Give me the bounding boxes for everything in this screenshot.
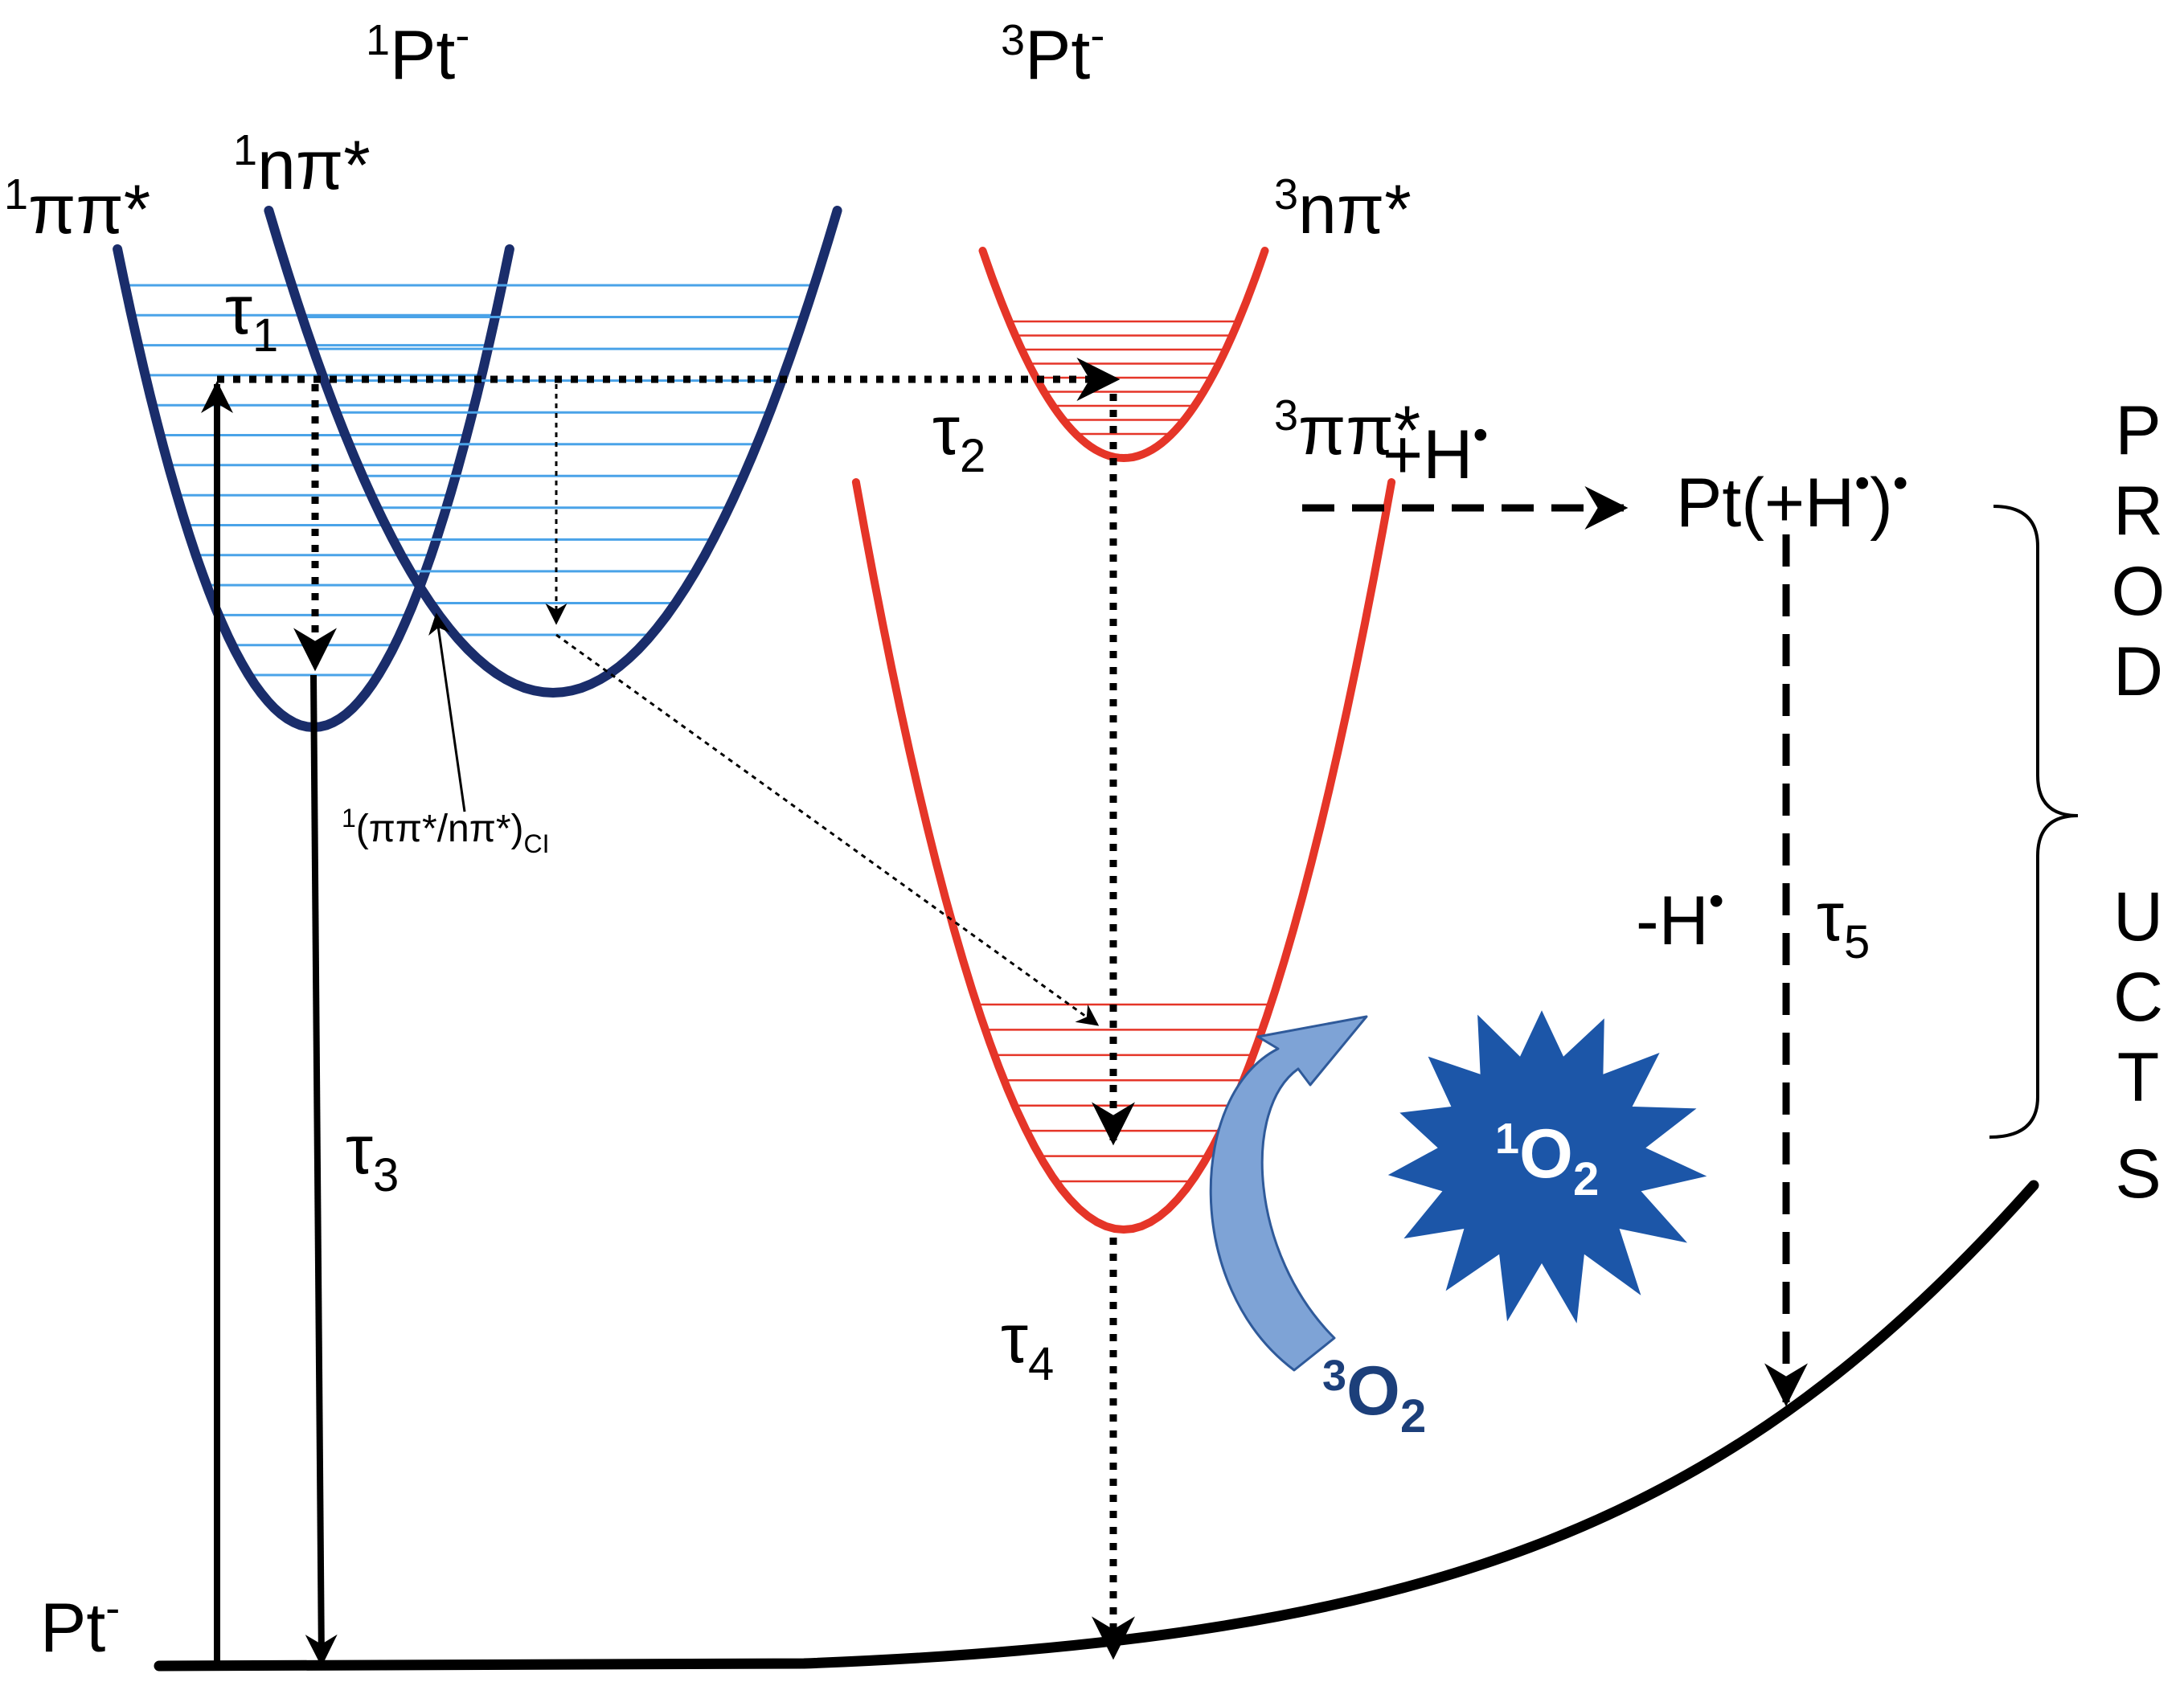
h-removal-label: -H• bbox=[1636, 877, 1724, 960]
triplet-npi-label: 3nπ* bbox=[1274, 170, 1412, 248]
products-letter: R bbox=[2113, 473, 2163, 550]
singlet-npi-label: 1nπ* bbox=[233, 126, 371, 204]
energy-transfer-curved-arrow-icon bbox=[1209, 1015, 1368, 1372]
ground-state-curve bbox=[154, 1180, 2039, 1672]
products-letter: U bbox=[2113, 878, 2163, 956]
triplet-npi-well bbox=[978, 247, 1269, 463]
products-letter: S bbox=[2115, 1136, 2161, 1213]
products-letter: T bbox=[2117, 1039, 2160, 1116]
tau2-label: τ2 bbox=[932, 392, 985, 482]
singlet-state-label: 1Pt- bbox=[366, 11, 469, 94]
tau5-label: τ5 bbox=[1817, 878, 1870, 968]
triplet-pipi-label: 3ππ* bbox=[1274, 391, 1420, 469]
tau4-label: τ4 bbox=[1001, 1300, 1054, 1390]
singlet-pipi-curve bbox=[113, 244, 514, 733]
singlet-pipi-label: 1ππ* bbox=[4, 170, 150, 248]
products-letter: C bbox=[2113, 959, 2163, 1036]
tau1-label: τ1 bbox=[225, 272, 278, 362]
singlet-oxygen-label: 1O2 bbox=[1495, 1115, 1599, 1205]
triplet-npi-curve bbox=[978, 247, 1269, 463]
singlet-npi-curve bbox=[264, 206, 842, 698]
singlet-npi-well bbox=[264, 206, 842, 698]
products-letter: D bbox=[2113, 633, 2163, 710]
fluorescence-arrow bbox=[305, 674, 338, 1667]
h-addition-label: +H• bbox=[1383, 411, 1488, 493]
singlet-npi-vibrational-levels bbox=[292, 284, 814, 636]
singlet-pipi-well bbox=[113, 244, 514, 733]
ground-state-label: Pt- bbox=[40, 1584, 120, 1667]
singlet-oxygen-star-icon bbox=[1387, 1010, 1707, 1324]
products-letter: P bbox=[2115, 392, 2161, 469]
products-label: P R O D U C T S bbox=[2112, 392, 2166, 1213]
triplet-oxygen-label: 3O2 bbox=[1322, 1352, 1426, 1443]
products-letter: O bbox=[2112, 553, 2166, 630]
products-bracket bbox=[1989, 505, 2079, 1139]
radical-product-label: Pt(+H•)• bbox=[1676, 459, 1908, 542]
triplet-npi-vibrational-levels bbox=[1009, 320, 1239, 436]
conical-intersection-label: 1(ππ*/nπ*)CI bbox=[342, 804, 550, 858]
triplet-state-label: 3Pt- bbox=[1001, 11, 1104, 94]
ci-pointer-arrow bbox=[428, 612, 466, 812]
triplet-pipi-well bbox=[851, 478, 1396, 1234]
tau3-label: τ3 bbox=[346, 1111, 399, 1201]
npi-to-triplet-pipi-arrow bbox=[555, 633, 1100, 1026]
triplet-pipi-curve bbox=[851, 478, 1396, 1234]
